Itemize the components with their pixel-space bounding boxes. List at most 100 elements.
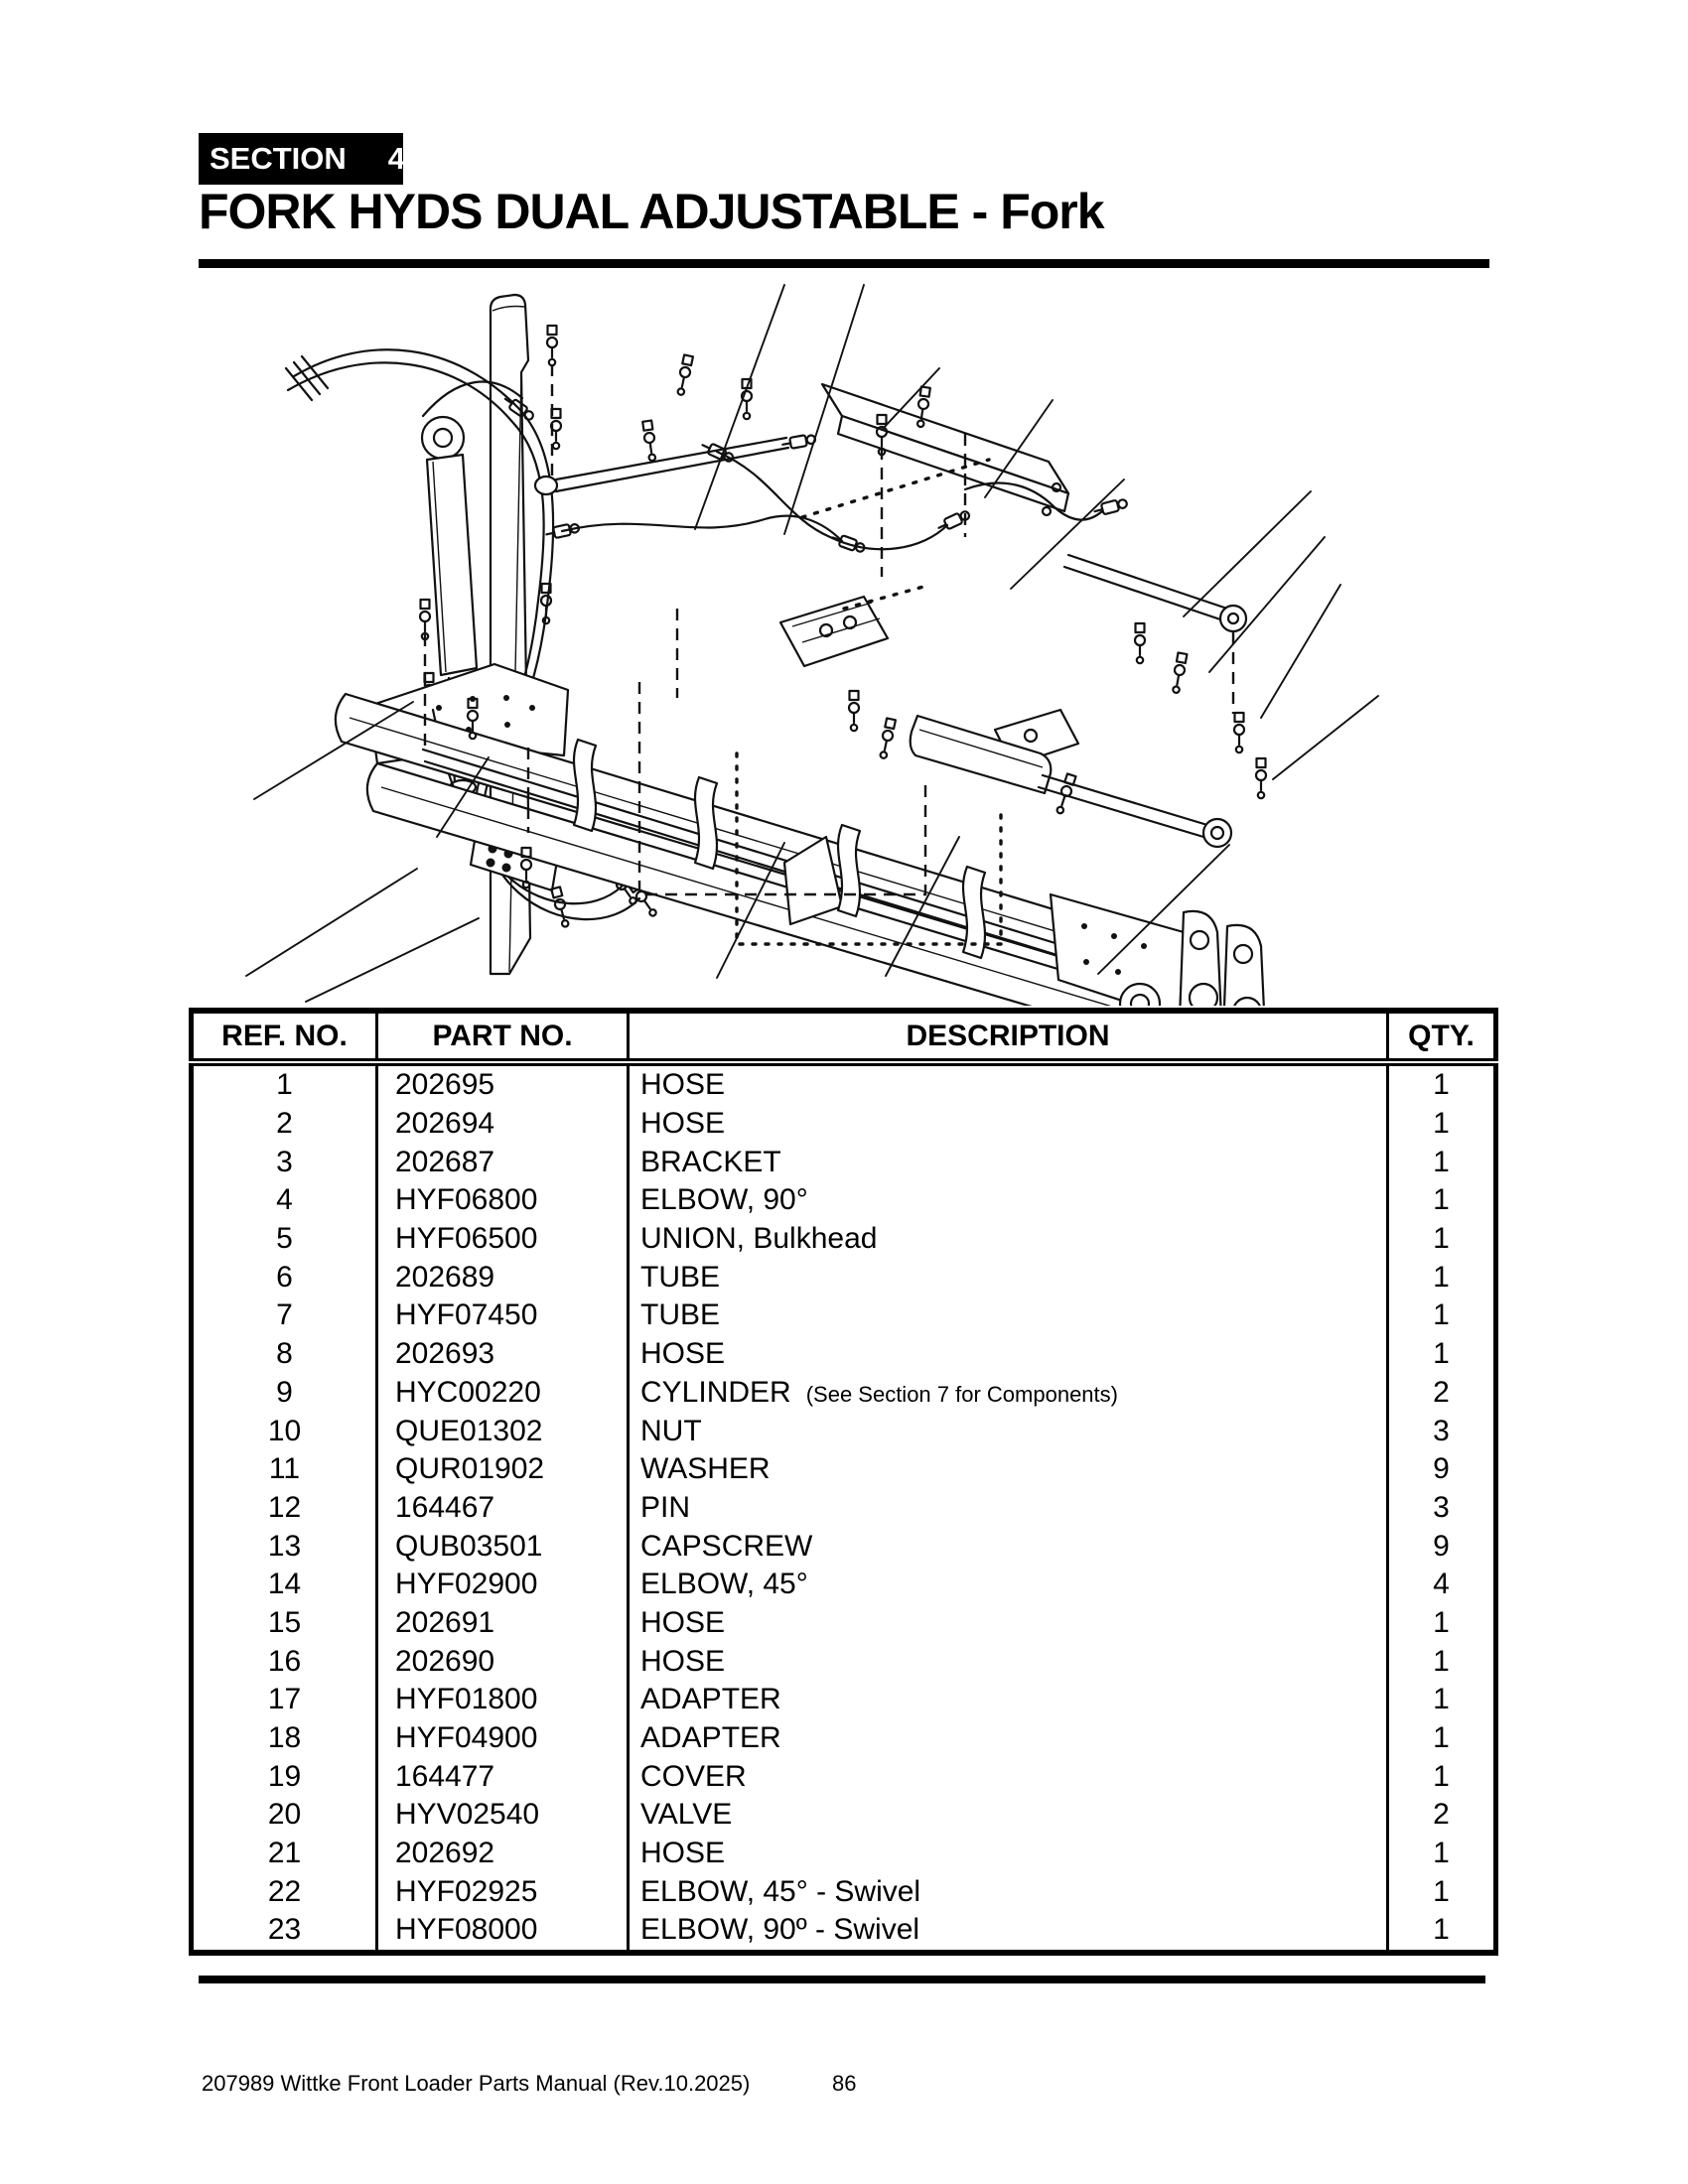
cell-ref-no: 4 <box>276 1183 293 1217</box>
cell-qty: 1 <box>1386 1718 1496 1758</box>
cell-part-no: HYF06500 <box>375 1219 629 1259</box>
cell-description: CYLINDER(See Section 7 for Components) <box>627 1373 1388 1413</box>
cell-qty: 1 <box>1386 1334 1496 1374</box>
cell-qty: 9 <box>1386 1527 1496 1566</box>
cell-part-no: HYC00220 <box>375 1373 629 1413</box>
cell-qty: 1 <box>1386 1834 1496 1873</box>
cell-part-no: 202691 <box>375 1603 629 1643</box>
title-rule <box>199 259 1489 268</box>
cell-description: VALVE <box>627 1796 1388 1835</box>
header-description: DESCRIPTION <box>627 1011 1388 1066</box>
cell-qty: 4 <box>1386 1565 1496 1604</box>
cell-description: ELBOW, 90º - Swivel <box>627 1911 1388 1953</box>
cell-qty: 1 <box>1386 1642 1496 1681</box>
cell-part-no: HYF07450 <box>375 1297 629 1335</box>
header-row: REF. NO. PART NO. DESCRIPTION QTY. <box>191 1011 1496 1066</box>
cell-ref-no: 23 <box>267 1913 302 1947</box>
cell-ref-no: 17 <box>267 1683 302 1716</box>
footer-manual-title: 207989 Wittke Front Loader Parts Manual … <box>202 2071 751 2096</box>
page-title: FORK HYDS DUAL ADJUSTABLE - Fork <box>199 184 1105 239</box>
header-part-no: PART NO. <box>375 1011 629 1066</box>
footer-rule <box>199 1976 1485 1983</box>
cell-ref-no: 13 <box>267 1529 302 1563</box>
cell-description: NUT <box>627 1412 1388 1450</box>
cell-qty: 2 <box>1386 1373 1496 1413</box>
cell-ref-no: 10 <box>267 1414 302 1447</box>
cell-part-no: HYF08000 <box>375 1911 629 1953</box>
cell-qty: 1 <box>1386 1104 1496 1144</box>
cell-part-no: HYF02925 <box>375 1872 629 1912</box>
cell-ref-no: 2 <box>276 1107 293 1141</box>
cell-qty: 1 <box>1386 1603 1496 1643</box>
cell-qty: 2 <box>1386 1796 1496 1835</box>
cell-part-no: HYF01800 <box>375 1681 629 1719</box>
cell-ref-no: 11 <box>268 1452 301 1486</box>
cell-ref-no: 18 <box>267 1721 302 1755</box>
cell-description: HOSE <box>627 1642 1388 1681</box>
cell-part-no: 202695 <box>375 1062 629 1105</box>
cell-qty: 3 <box>1386 1412 1496 1450</box>
cell-part-no: 202690 <box>375 1642 629 1681</box>
cell-ref-no: 15 <box>267 1605 302 1639</box>
cell-ref-no: 3 <box>276 1145 293 1178</box>
footer-page-number: 86 <box>832 2071 857 2096</box>
cell-qty: 1 <box>1386 1911 1496 1953</box>
cell-description: ELBOW, 45° <box>627 1565 1388 1604</box>
section-badge: SECTION 4 <box>199 133 405 185</box>
cell-qty: 1 <box>1386 1757 1496 1797</box>
cell-ref-no: 12 <box>267 1490 302 1524</box>
cell-description: UNION, Bulkhead <box>627 1219 1388 1259</box>
header-qty: QTY. <box>1386 1011 1496 1066</box>
cell-qty: 1 <box>1386 1681 1496 1719</box>
cell-description: TUBE <box>627 1297 1388 1335</box>
cell-part-no: 164477 <box>375 1757 629 1797</box>
cell-qty: 3 <box>1386 1488 1496 1528</box>
cell-qty: 1 <box>1386 1219 1496 1259</box>
cell-ref-no: 20 <box>267 1798 302 1832</box>
cell-part-no: 202692 <box>375 1834 629 1873</box>
cell-ref-no: 8 <box>276 1337 293 1371</box>
cell-qty: 9 <box>1386 1449 1496 1489</box>
cell-description: HOSE <box>627 1334 1388 1374</box>
cell-description: ELBOW, 90° <box>627 1181 1388 1220</box>
cell-description: HOSE <box>627 1062 1388 1105</box>
cell-description: COVER <box>627 1757 1388 1797</box>
cell-part-no: HYF04900 <box>375 1718 629 1758</box>
cell-qty: 1 <box>1386 1297 1496 1335</box>
cell-part-no: QUB03501 <box>375 1527 629 1566</box>
cell-description: ADAPTER <box>627 1681 1388 1719</box>
cell-part-no: QUR01902 <box>375 1449 629 1489</box>
cell-qty: 1 <box>1386 1181 1496 1220</box>
cell-description: CAPSCREW <box>627 1527 1388 1566</box>
cell-ref-no: 21 <box>267 1837 302 1870</box>
cell-description: BRACKET <box>627 1143 1388 1182</box>
cell-ref-no: 5 <box>276 1222 293 1256</box>
cell-description: HOSE <box>627 1603 1388 1643</box>
header-ref-no: REF. NO. <box>191 1011 377 1066</box>
cell-description: TUBE <box>627 1258 1388 1297</box>
cell-ref-no: 14 <box>267 1568 302 1601</box>
exploded-parts-diagram <box>228 281 1410 1006</box>
cell-ref-no: 19 <box>267 1759 302 1793</box>
section-label: SECTION <box>210 141 347 176</box>
cell-part-no: HYV02540 <box>375 1796 629 1835</box>
cell-description: ADAPTER <box>627 1718 1388 1758</box>
cell-qty: 1 <box>1386 1062 1496 1105</box>
